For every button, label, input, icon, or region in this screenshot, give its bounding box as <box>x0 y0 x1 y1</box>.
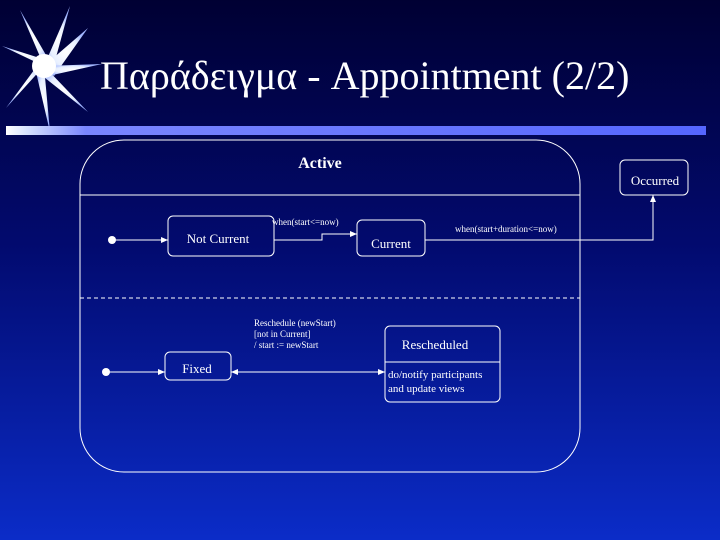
rescheduled-activity-line-1: do/notify participants <box>388 369 482 381</box>
reschedule-label-line-2: [not in Current] <box>254 329 311 339</box>
current-label: Current <box>371 236 411 251</box>
transition-label-to-current: when(start<=now) <box>272 217 339 227</box>
reschedule-label-line-3: / start := newStart <box>254 340 319 350</box>
transition-to-current <box>274 234 357 240</box>
active-state-label: Active <box>298 155 342 172</box>
reschedule-label-line-1: Reschedule (newStart) <box>254 318 336 328</box>
transition-label-to-occurred: when(start+duration<=now) <box>455 224 557 234</box>
rescheduled-activity-line-2: and update views <box>388 383 464 395</box>
rescheduled-label: Rescheduled <box>402 337 469 352</box>
initial-node-top <box>108 236 116 244</box>
initial-node-bottom <box>102 368 110 376</box>
occurred-label: Occurred <box>631 173 680 188</box>
fixed-label: Fixed <box>182 361 212 376</box>
not-current-label: Not Current <box>187 231 250 246</box>
active-state-box <box>80 140 580 472</box>
